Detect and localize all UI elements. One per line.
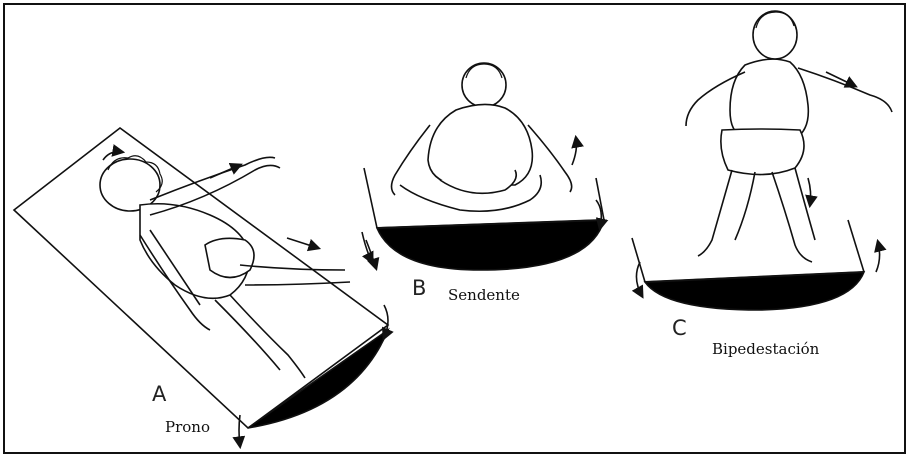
panel-c-drawing [632, 11, 892, 310]
panel-a-drawing [14, 128, 388, 446]
panel-a-letter: A [152, 382, 166, 406]
child-standing [686, 11, 892, 262]
panel-b-drawing [364, 63, 604, 270]
panel-a-caption: Prono [165, 418, 210, 436]
child-sitting [392, 63, 572, 211]
panel-c-caption: Bipedestación [712, 340, 819, 358]
panel-b-caption: Sendente [448, 286, 520, 304]
panel-b-letter: B [412, 276, 426, 300]
panel-c-letter: C [672, 316, 687, 340]
